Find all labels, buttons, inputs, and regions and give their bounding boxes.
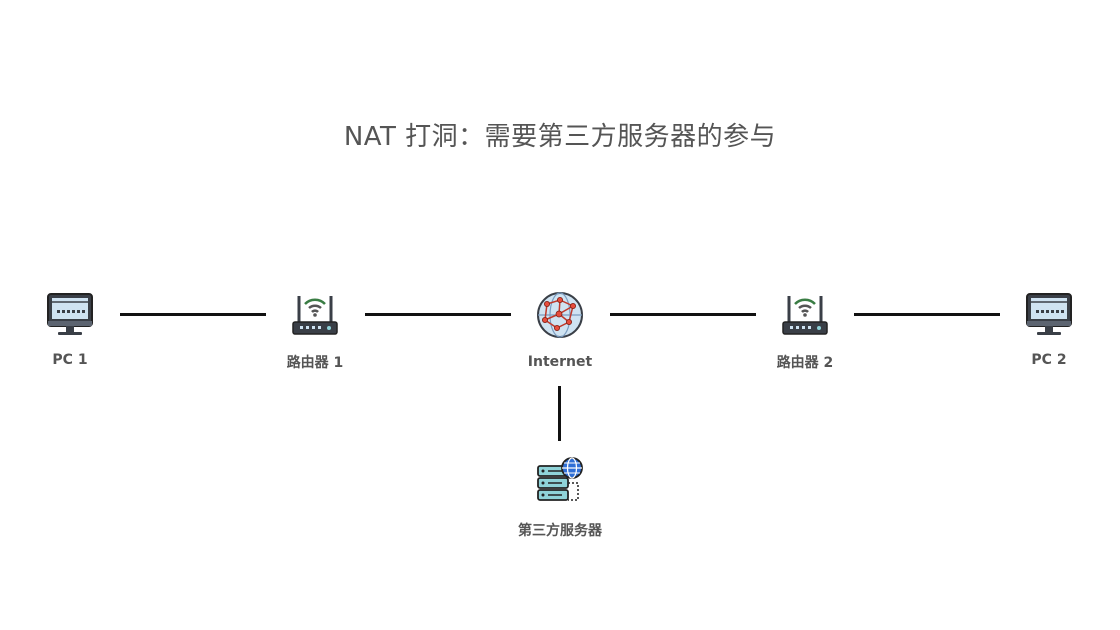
server-label: 第三方服务器 xyxy=(518,523,602,539)
node-router1: 路由器 1 xyxy=(260,290,370,372)
link-router1-internet xyxy=(365,313,511,316)
node-router2: 路由器 2 xyxy=(750,290,860,372)
router-icon xyxy=(260,290,370,342)
monitor-icon xyxy=(15,292,125,342)
node-pc2: PC 2 xyxy=(994,292,1104,368)
diagram-title: NAT 打洞：需要第三方服务器的参与 xyxy=(343,122,777,152)
pc2-label: PC 2 xyxy=(1031,352,1067,368)
router1-label: 路由器 1 xyxy=(286,355,344,371)
link-pc1-router1 xyxy=(120,313,266,316)
router-icon xyxy=(750,290,860,342)
node-pc1: PC 1 xyxy=(15,292,125,368)
server-globe-icon xyxy=(505,456,615,510)
internet-label: Internet xyxy=(527,354,593,370)
link-router2-pc2 xyxy=(854,313,1000,316)
node-server: 第三方服务器 xyxy=(505,456,615,540)
link-internet-server xyxy=(558,386,561,441)
link-internet-router2 xyxy=(610,313,756,316)
router2-label: 路由器 2 xyxy=(776,355,834,371)
globe-network-icon xyxy=(505,290,615,344)
pc1-label: PC 1 xyxy=(52,352,88,368)
monitor-icon xyxy=(994,292,1104,342)
node-internet: Internet xyxy=(505,290,615,370)
